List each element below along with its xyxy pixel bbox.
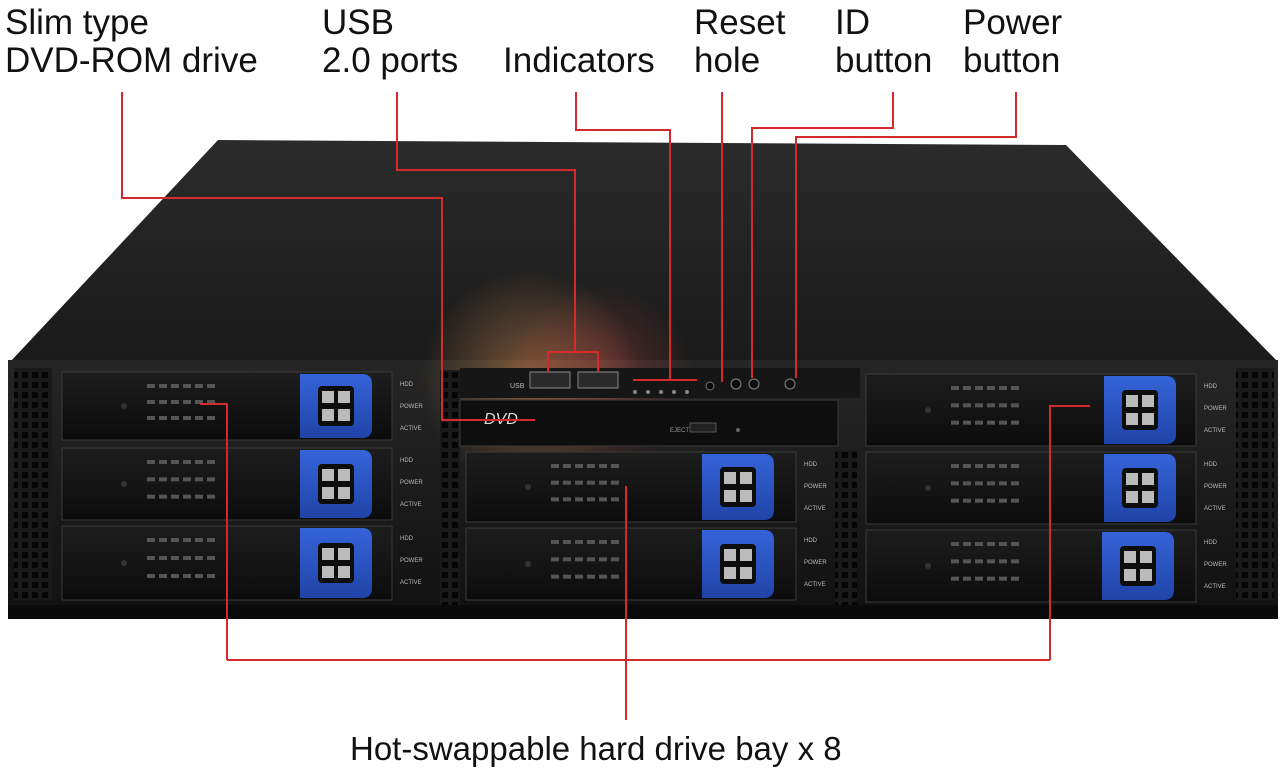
center-vent-right: [835, 450, 857, 605]
indicator-leds: [633, 390, 689, 394]
usb-ports-callout-line: [396, 92, 576, 372]
drive-bay-6-led-label-active: ACTIVE: [1204, 428, 1226, 434]
drive-bay-latch-5[interactable]: [702, 530, 774, 598]
drive-bay-8-led-label-power: POWER: [1204, 562, 1227, 568]
drive-bay-2-led-label-hdd: HDD: [400, 458, 414, 464]
dvd-activity-led: [736, 428, 740, 432]
chassis-top: [10, 140, 1278, 362]
drive-bay-3-led-label-hdd: HDD: [400, 536, 414, 542]
drive-bay-5-led-label-hdd: HDD: [804, 538, 818, 544]
dvd-drive[interactable]: DVD EJECT: [459, 399, 839, 447]
power-button-callout-line: [795, 92, 1017, 378]
indicators-callout-label: Indicators: [503, 42, 655, 80]
drive-bay-1[interactable]: HDD POWER ACTIVE: [61, 371, 423, 441]
id-button[interactable]: [748, 378, 760, 390]
drive-bays-callout-right: [1049, 405, 1090, 660]
drive-bay-8-led-label-active: ACTIVE: [1204, 584, 1226, 590]
power-button[interactable]: [784, 378, 796, 390]
indicators-callout-line: [575, 92, 671, 381]
power-button-callout-line-2: button: [963, 41, 1061, 80]
dvd-drive-callout-line-2: DVD-ROM drive: [5, 41, 258, 80]
drive-bay-1-led-label-hdd: HDD: [400, 382, 414, 388]
drive-bay-4-led-label-power: POWER: [804, 484, 827, 490]
drive-bay-5-led-label-power: POWER: [804, 560, 827, 566]
usb-port-1[interactable]: [529, 371, 571, 389]
drive-bay-latch-8[interactable]: [1102, 532, 1174, 600]
id-button-callout-label: ID button: [835, 4, 932, 80]
drive-bay-latch-2[interactable]: [300, 450, 372, 518]
power-button-callout-line-1: Power: [963, 3, 1063, 42]
drive-bay-1-led-label-power: POWER: [400, 404, 423, 410]
usb-ports-callout-line-2: 2.0 ports: [322, 41, 459, 80]
drive-bay-2-led-label-active: ACTIVE: [400, 502, 422, 508]
id-button-callout-line-1: ID: [835, 3, 870, 42]
dvd-eject-button[interactable]: [689, 422, 717, 433]
drive-bay-4-led-label-hdd: HDD: [804, 462, 818, 468]
chassis-bottom-edge: [8, 605, 1278, 619]
drive-bay-latch-1[interactable]: [300, 374, 372, 438]
drive-bay-7-led-label-hdd: HDD: [1204, 462, 1218, 468]
dvd-eject-label: EJECT: [670, 428, 689, 434]
drive-bays-callout-left: [200, 403, 228, 660]
drive-bay-8[interactable]: HDD POWER ACTIVE: [865, 529, 1227, 603]
drive-bay-4[interactable]: HDD POWER ACTIVE: [465, 451, 827, 523]
usb-panel-label: USB: [510, 383, 525, 390]
usb-ports-callout-line-1: USB: [322, 3, 394, 42]
drive-bay-2[interactable]: HDD POWER ACTIVE: [61, 447, 423, 521]
power-button-callout-label: Power button: [963, 4, 1062, 80]
drive-bay-3-led-label-active: ACTIVE: [400, 580, 422, 586]
indicators-callout-line-1: Indicators: [503, 41, 655, 80]
drive-bay-latch-3[interactable]: [300, 528, 372, 598]
drive-bay-latch-7[interactable]: [1104, 454, 1176, 522]
id-button-callout-line: [751, 92, 894, 378]
reset-button[interactable]: [730, 378, 742, 390]
left-vent: [14, 368, 52, 600]
id-button-callout-line-2: button: [835, 41, 933, 80]
drive-bay-1-led-label-active: ACTIVE: [400, 426, 422, 432]
drive-bay-8-led-label-hdd: HDD: [1204, 540, 1218, 546]
drive-bays-callout-label: Hot-swappable hard drive bay x 8: [350, 730, 842, 767]
drive-bay-5[interactable]: HDD POWER ACTIVE: [465, 527, 827, 601]
reset-hole[interactable]: [705, 381, 715, 391]
usb-port-2[interactable]: [577, 371, 619, 389]
reset-hole-callout-line-2: hole: [694, 41, 761, 80]
drive-bay-latch-6[interactable]: [1104, 376, 1176, 444]
drive-bay-6[interactable]: HDD POWER ACTIVE: [865, 373, 1227, 447]
dvd-drive-callout-line: [121, 92, 535, 421]
drive-bay-latch-4[interactable]: [702, 454, 774, 520]
drive-bay-7[interactable]: HDD POWER ACTIVE: [865, 451, 1227, 525]
drive-bay-4-led-label-active: ACTIVE: [804, 506, 826, 512]
drive-bay-3[interactable]: HDD POWER ACTIVE: [61, 525, 423, 601]
dvd-drive-callout-line-1: Slim type: [5, 3, 149, 42]
reset-hole-callout-line-1: Reset: [694, 3, 786, 42]
drive-bays: HDD POWER ACTIVE HDD POWER ACTIVE HDD POWER ACTI…: [61, 371, 1227, 603]
drive-bay-6-led-label-hdd: HDD: [1204, 384, 1218, 390]
callout-lines: [121, 92, 1090, 720]
front-control-panel: USB: [460, 368, 860, 398]
reset-hole-callout-label: Reset hole: [694, 4, 785, 80]
drive-bay-7-led-label-power: POWER: [1204, 484, 1227, 490]
drive-bay-3-led-label-power: POWER: [400, 558, 423, 564]
right-vent: [1236, 368, 1274, 600]
usb-ports-callout-label: USB 2.0 ports: [322, 4, 458, 80]
usb-port-2-callout-branch: [575, 351, 599, 372]
center-vent-left: [440, 370, 460, 605]
drive-bay-2-led-label-power: POWER: [400, 480, 423, 486]
dvd-drive-callout-label: Slim type DVD-ROM drive: [5, 4, 258, 80]
drive-bay-5-led-label-active: ACTIVE: [804, 582, 826, 588]
drive-bay-7-led-label-active: ACTIVE: [1204, 506, 1226, 512]
drive-bay-6-led-label-power: POWER: [1204, 406, 1227, 412]
